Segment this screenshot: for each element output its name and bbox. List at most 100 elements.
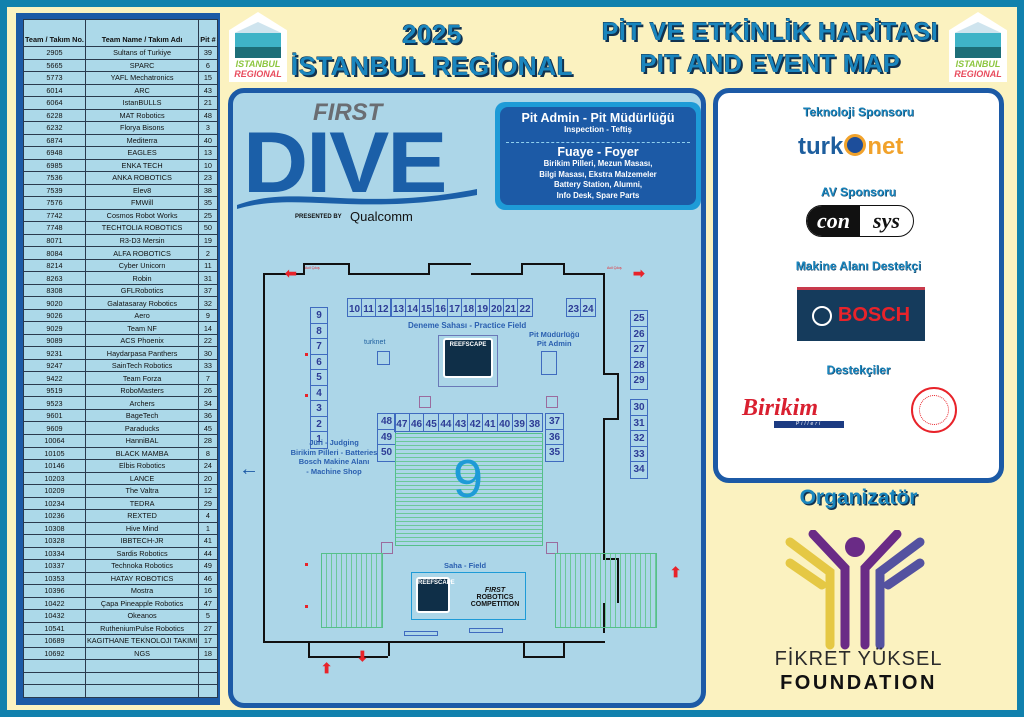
- team-name-cell: Florya Bisons: [84, 121, 200, 135]
- team-name-cell: Robin: [84, 271, 200, 285]
- pit-number-cell: 30: [198, 346, 218, 360]
- event-map: FIRST DIVE PRESENTED BY Qualcomm Pit Adm…: [228, 88, 706, 708]
- pit-stall: 17: [448, 299, 462, 316]
- pit-stall: 31: [631, 416, 647, 431]
- pit-number-cell: 25: [198, 208, 218, 223]
- team-name-cell: Elbis Robotics: [84, 459, 200, 473]
- team-name-cell: Okeanos: [84, 609, 200, 623]
- team-number-cell: 9026: [23, 308, 86, 323]
- pit-number-cell: 20: [198, 471, 218, 486]
- team-name-cell: BLACK MAMBA: [84, 446, 200, 460]
- team-name-cell: ENKA TECH: [84, 158, 200, 173]
- wall-north: [471, 273, 521, 275]
- team-table: Team / Takım No. Team Name / Takım Adı P…: [23, 19, 218, 698]
- direction-arrow-west-icon: ←: [239, 458, 259, 480]
- pit-number-cell: 46: [198, 571, 218, 586]
- pit-number-cell: 21: [198, 96, 218, 110]
- pit-number-cell: 33: [198, 358, 218, 373]
- red-marker: [305, 605, 308, 608]
- pit-stall: 40: [498, 414, 513, 431]
- team-name-cell: ALFA ROBOTICS: [84, 246, 200, 260]
- wall-seg: [603, 373, 619, 375]
- team-number-cell: 10337: [23, 559, 86, 573]
- machine-shop-sponsor-label: Makine Alanı Destekçi: [795, 259, 922, 273]
- pit-number-cell: 43: [198, 83, 218, 98]
- pit-stall: 32: [631, 431, 647, 447]
- pit-stall: 38: [528, 419, 541, 430]
- pit-number-cell: 49: [198, 559, 218, 573]
- team-number-cell: [23, 659, 86, 673]
- header-pit-number: Pit #: [198, 19, 218, 47]
- team-number-cell: 6232: [23, 121, 86, 135]
- pit-stall: 18: [462, 299, 476, 316]
- pit-number-cell: 16: [198, 584, 218, 598]
- pit-admin-desk: [541, 351, 557, 375]
- pit-stall: 28: [631, 358, 647, 373]
- pit-number-cell: [198, 659, 218, 673]
- team-number-cell: 9029: [23, 321, 86, 335]
- team-number-cell: 6064: [23, 96, 86, 110]
- pit-number-cell: 15: [198, 71, 218, 85]
- team-number-cell: 7536: [23, 171, 86, 185]
- pit-stall: 43: [454, 414, 469, 431]
- wall-seg: [523, 656, 565, 658]
- team-name-cell: Çapa Pineapple Robotics: [84, 596, 200, 611]
- wall-south: [263, 641, 605, 643]
- stands-south-east: [555, 553, 657, 628]
- team-name-cell: Mostra: [84, 584, 200, 598]
- team-name-cell: RoboMasters: [84, 383, 200, 398]
- entrance-arrow-icon: ➡: [666, 566, 683, 578]
- pit-stall: 10: [348, 299, 362, 316]
- team-name-cell: Cyber Unicorn: [84, 258, 200, 273]
- pit-number-cell: 4: [198, 509, 218, 523]
- pit-number-cell: [198, 684, 218, 698]
- team-name-cell: HanniBAL: [84, 434, 200, 448]
- team-number-cell: 10353: [23, 571, 86, 586]
- table-header-row: Team / Takım No. Team Name / Takım Adı P…: [23, 19, 218, 47]
- team-number-cell: 10064: [23, 434, 86, 448]
- pit-number-cell: 50: [198, 221, 218, 235]
- team-name-cell: EAGLES: [84, 146, 200, 160]
- red-marker: [305, 563, 308, 566]
- wall-seg: [388, 641, 390, 656]
- exit-arrow-left-icon: ⬅: [285, 265, 297, 281]
- team-number-cell: 7742: [23, 208, 86, 223]
- event-title: 2025 İSTANBUL REGİONAL: [291, 19, 573, 81]
- team-name-cell: The Valtra: [84, 484, 200, 498]
- pit-number-cell: 5: [198, 609, 218, 623]
- pit-number-cell: 27: [198, 621, 218, 636]
- pit-number-cell: 32: [198, 296, 218, 310]
- wall-seg: [521, 263, 563, 265]
- team-number-cell: 10203: [23, 471, 86, 486]
- team-number-cell: 9020: [23, 296, 86, 310]
- pit-number-cell: 35: [198, 196, 218, 210]
- wall-seg: [308, 641, 310, 656]
- team-number-cell: 7748: [23, 221, 86, 235]
- team-name-cell: Sardis Robotics: [84, 546, 200, 561]
- organizer-name-line1: FİKRET YÜKSEL: [774, 648, 943, 670]
- team-number-cell: 6014: [23, 83, 86, 98]
- team-number-cell: 6874: [23, 133, 86, 148]
- pit-stall: 16: [434, 299, 448, 316]
- pit-number-cell: 39: [198, 46, 218, 60]
- team-name-cell: Hive Mind: [84, 521, 200, 536]
